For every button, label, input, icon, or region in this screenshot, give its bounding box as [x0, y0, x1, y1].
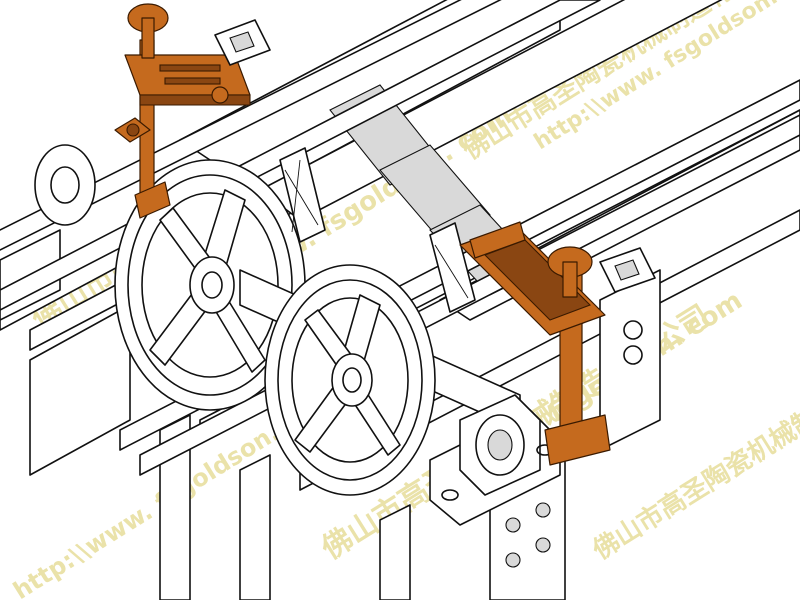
adjustment-knob-icon[interactable] — [547, 246, 593, 298]
bolt-icon — [505, 552, 521, 568]
truss-support — [279, 147, 476, 313]
adjustment-bracket[interactable] — [459, 221, 611, 466]
adjustment-bracket[interactable] — [114, 3, 251, 219]
clamp-block — [214, 19, 656, 293]
bolt-icon — [535, 502, 551, 518]
wing-nut-icon[interactable] — [114, 117, 151, 143]
adjustment-knob-icon[interactable] — [127, 3, 169, 59]
left-hub — [34, 144, 96, 226]
pulley-wheel — [114, 159, 306, 411]
pillow-block-bearing — [429, 394, 561, 526]
bolt-icon — [505, 517, 521, 533]
bolt-icon — [535, 537, 551, 553]
pulley-wheel — [264, 264, 436, 496]
guide-block — [599, 269, 661, 451]
